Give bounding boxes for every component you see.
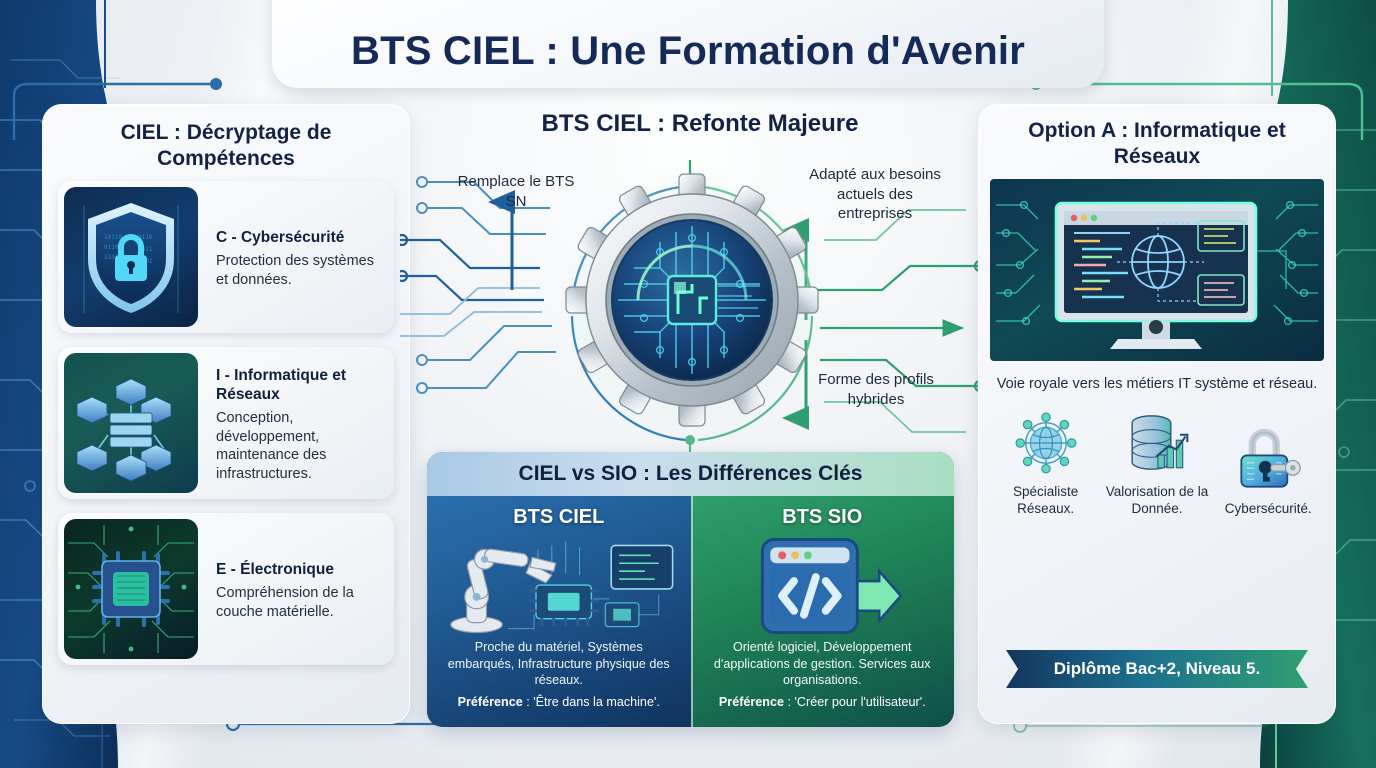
comparison-column-title: BTS SIO: [782, 506, 863, 528]
preference-label: Préférence: [457, 695, 523, 710]
competences-panel: CIEL : Décryptage de Compétences: [42, 104, 410, 724]
skill-description: Compréhension de la couche matérielle.: [216, 585, 354, 621]
preference-value: : 'Créer pour l'utilisateur'.: [787, 695, 926, 710]
career-item-reseaux[interactable]: Spécialiste Réseaux.: [994, 406, 1098, 517]
skill-title: C - Cybersécurité: [216, 228, 345, 246]
comparison-column-sio[interactable]: BTS SIO: [690, 496, 954, 727]
skill-title: I - Informatique et Réseaux: [216, 367, 347, 403]
diploma-badge: Diplôme Bac+2, Niveau 5.: [1006, 650, 1308, 688]
comparison-column-ciel[interactable]: BTS CIEL: [427, 496, 691, 727]
globe-network-icon: [994, 406, 1098, 480]
career-icons-row: Spécialiste Réseaux.: [978, 400, 1336, 517]
annotation-adapte-besoins: Adapté aux besoins actuels des entrepris…: [809, 166, 941, 222]
gear-chip-illustration: [560, 168, 824, 432]
skill-title: E - Électronique: [216, 560, 334, 578]
option-a-heading: Option A : Informatique et Réseaux: [1028, 119, 1286, 168]
comparison-preference: Préférence : 'Être dans la machine'.: [435, 695, 683, 709]
database-chart-icon: [1105, 406, 1209, 480]
career-label: Valorisation de la Donnée.: [1105, 484, 1209, 516]
option-a-panel: Option A : Informatique et Réseaux: [978, 104, 1336, 724]
skill-description: Conception, développement, maintenance d…: [216, 410, 327, 482]
preference-label: Préférence: [718, 695, 784, 710]
annotation-remplace-bts-sn: Remplace le BTS SN: [457, 173, 575, 210]
title-banner: BTS CIEL : Une Formation d'Avenir: [272, 0, 1104, 88]
career-label: Cybersécurité.: [1224, 500, 1312, 516]
code-window-arrow-icon: [699, 533, 947, 639]
padlock-key-icon: [1216, 423, 1320, 497]
career-item-cybersecurite[interactable]: Cybersécurité.: [1216, 423, 1320, 518]
comparison-title: CIEL vs SIO : Les Différences Clés: [427, 452, 954, 496]
career-item-donnee[interactable]: Valorisation de la Donnée.: [1105, 406, 1209, 517]
svg-text:0110: 0110: [138, 234, 153, 241]
comparison-lines: Proche du matériel, Systèmes embarqués, …: [447, 640, 670, 688]
network-nodes-icon: [64, 353, 198, 494]
comparison-divider: [690, 496, 693, 727]
svg-text:11010: 11010: [104, 254, 122, 261]
header-trace-left: [12, 78, 222, 140]
microchip-icon: [64, 519, 198, 660]
skill-card-electronique[interactable]: E - Électronique Compréhension de la cou…: [58, 513, 394, 666]
skill-card-informatique-reseaux[interactable]: I - Informatique et Réseaux Conception, …: [58, 347, 394, 500]
svg-text:1011: 1011: [138, 246, 153, 253]
robot-arm-chip-icon: [435, 533, 683, 639]
desktop-network-icon: [990, 179, 1324, 362]
comparison-lines: Orienté logiciel, Développement d'applic…: [713, 640, 931, 688]
page-title: BTS CIEL : Une Formation d'Avenir: [351, 29, 1025, 73]
career-label: Spécialiste Réseaux.: [1013, 484, 1079, 516]
comparison-body: BTS CIEL: [427, 496, 954, 727]
skill-description: Protection des systèmes et données.: [216, 253, 374, 289]
comparison-preference: Préférence : 'Créer pour l'utilisateur'.: [699, 695, 947, 709]
comparison-panel: CIEL vs SIO : Les Différences Clés BTS C…: [427, 452, 954, 727]
preference-value: : 'Être dans la machine'.: [526, 695, 660, 710]
annotation-profils-hybrides: Forme des profils hybrides: [818, 371, 934, 408]
svg-text:01101: 01101: [104, 244, 122, 251]
competences-heading: CIEL : Décryptage de Compétences: [120, 121, 332, 170]
option-a-caption: Voie royale vers les métiers IT système …: [996, 376, 1318, 393]
comparison-column-title: BTS CIEL: [513, 506, 605, 528]
center-heading: BTS CIEL : Refonte Majeure: [541, 110, 859, 137]
svg-text:10110: 10110: [104, 234, 122, 241]
